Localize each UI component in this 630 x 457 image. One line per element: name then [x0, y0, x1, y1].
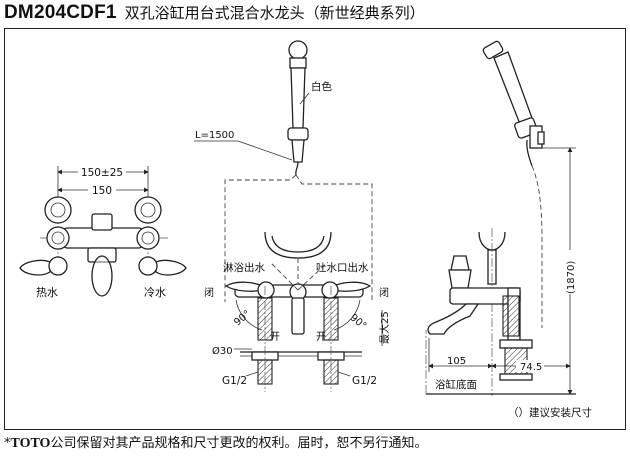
product-name: 双孔浴缸用台式混合水龙头（新世经典系列） [124, 4, 425, 22]
asterisk: * [4, 436, 11, 451]
cold-water-label: 冷水 [144, 286, 166, 299]
thread-label-right: G1/2 [352, 375, 377, 387]
dim-150: 150 [92, 185, 112, 197]
top-view: 150±25 150 热水 冷水 [19, 165, 187, 299]
drawing-frame [4, 28, 626, 430]
closed-label-right: 闭 [379, 286, 389, 299]
height-1870-label: (1870) [566, 261, 577, 294]
spout-outlet-label: 吐水口出水 [316, 261, 369, 274]
footer-disclaimer: *TOTO公司保留对其产品规格和尺寸更改的权利。届时，恕不另行通知。 [4, 436, 427, 452]
thread-label-left: G1/2 [222, 375, 247, 387]
side-view: (1870) 105 74.5 浴缸底面 （）建议安装尺寸 [425, 40, 592, 419]
dim-150-tolerance: 150±25 [81, 167, 123, 179]
page-title: DM204CDF1 双孔浴缸用台式混合水龙头（新世经典系列） [4, 3, 425, 23]
tub-bottom-label: 浴缸底面 [435, 378, 477, 391]
brand-name: TOTO [10, 436, 51, 451]
shower-outlet-label: 淋浴出水 [223, 261, 265, 274]
closed-label-left: 闭 [204, 286, 214, 299]
dim-105: 105 [447, 356, 466, 367]
max-25-label: 最大25 [378, 311, 391, 344]
open-label-left: 开 [270, 332, 280, 343]
hose-length-label: L=1500 [195, 130, 234, 141]
angle-left: 90° [232, 309, 253, 329]
hot-water-label: 热水 [36, 286, 58, 299]
dim-74-5: 74.5 [520, 362, 542, 373]
model-number: DM204CDF1 [4, 2, 117, 23]
disclaimer-text: 公司保留对其产品规格和尺寸更改的权利。届时，恕不另行通知。 [50, 436, 428, 451]
white-color-label: 白色 [311, 80, 332, 93]
install-note: （）建议安装尺寸 [508, 406, 592, 419]
diameter-30-label: Ø30 [212, 345, 233, 357]
open-label-right: 开 [316, 332, 326, 343]
angle-right: 90° [348, 312, 369, 332]
front-view: 白色 L=1500 淋浴出水 吐水口出水 闭 闭 90° 90° [194, 40, 391, 392]
